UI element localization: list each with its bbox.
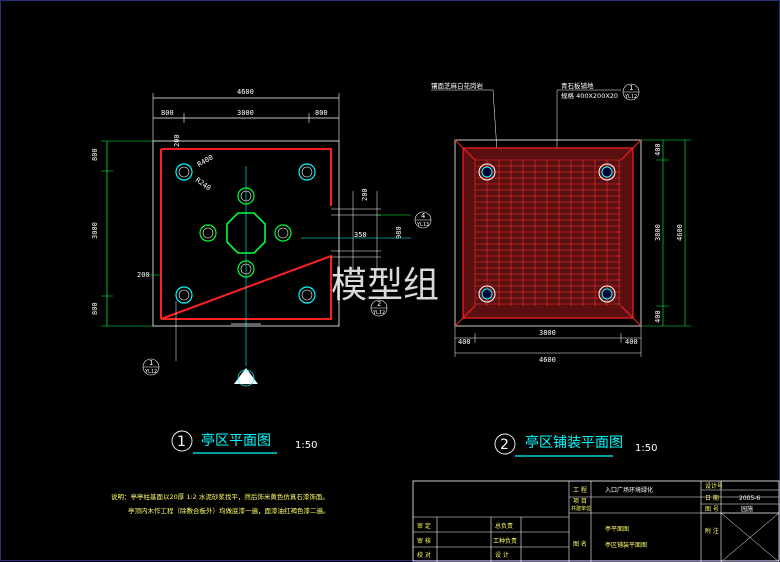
- dim-3800-bottom: 3800: [539, 329, 556, 337]
- tb-design: 设 计: [495, 551, 509, 559]
- note-line-1: 说明：亭亭柱基面以20厚 1:2 水泥砂浆找平，然后饰米黄色仿真石漆饰面。: [111, 492, 329, 501]
- section-callout-1[interactable]: 1 YL12: [142, 358, 160, 376]
- note-line-2: 亭顶内木作工程（除敷合板外）均做底漆一遍，面漆油红褐色漆二遍。: [128, 506, 330, 515]
- dim-3800-right: 3800: [654, 224, 662, 241]
- dim-400-bottom-rt: 400: [625, 338, 638, 346]
- svg-text:1: 1: [244, 371, 248, 379]
- pavilion-plan: 4600 800 3000 800 800 3000 800 200 350 9…: [91, 88, 432, 454]
- plan2-title: 2 亭区铺装平面图 1:50: [494, 433, 657, 457]
- dim-400-bottom-left: 400: [458, 338, 471, 346]
- dim-400-bottom-right: 400: [654, 310, 662, 323]
- svg-text:1:50: 1:50: [635, 443, 657, 454]
- tb-drawing-label: 图 名: [573, 540, 587, 548]
- svg-text:亭区平面图: 亭区平面图: [201, 432, 271, 449]
- paving-callout[interactable]: 1 YL12: [622, 83, 640, 101]
- column-marks: [175, 163, 316, 304]
- tb-review: 审 核: [417, 537, 431, 545]
- section-callout-3[interactable]: 1 YL12: [234, 368, 258, 387]
- tb-tech-lead: 工种负责: [493, 537, 517, 545]
- svg-text:2: 2: [500, 437, 509, 453]
- dim-3000-left: 3000: [91, 222, 99, 239]
- design-notes: 说明：亭亭柱基面以20厚 1:2 水泥砂浆找平，然后饰米黄色仿真石漆饰面。 亭顶…: [111, 492, 330, 515]
- dim-800-top-left: 800: [91, 148, 99, 161]
- section-callout-2[interactable]: 2 YL12: [370, 299, 388, 317]
- title-block: 工 程 入口广场环境绿化 项 目 共建单位 设计号 日 期 2005-6 图 号…: [412, 480, 780, 562]
- label-bluestone-spec: 规格 400X200X20: [561, 91, 618, 100]
- dim-800-right: 800: [315, 109, 328, 117]
- tb-principal: 总负责: [495, 522, 513, 530]
- tb-item-label: 项 目: [573, 498, 587, 505]
- paving-columns: [478, 163, 616, 303]
- tb-project-value: 入口广场环境绿化: [605, 486, 653, 494]
- svg-text:YL12: YL12: [373, 310, 385, 316]
- tb-date-label: 日 期: [705, 494, 719, 502]
- dim-200-top: 200: [173, 134, 181, 147]
- tb-job-no-label: 设计号: [705, 482, 723, 490]
- svg-text:YL13: YL13: [417, 222, 429, 228]
- central-octagon: [226, 212, 266, 254]
- tb-unit-label: 共建单位: [571, 505, 591, 512]
- dim-980: 980: [395, 226, 403, 239]
- svg-text:4: 4: [421, 212, 425, 220]
- svg-text:YL12: YL12: [145, 369, 157, 375]
- tb-check: 校 对: [417, 551, 431, 559]
- svg-text:1: 1: [629, 84, 633, 92]
- dim-800-left: 800: [161, 109, 174, 117]
- dim-400-top-right: 400: [654, 143, 662, 156]
- tb-notes-label: 附 注: [705, 527, 719, 535]
- dim-350: 350: [354, 231, 367, 239]
- svg-text:1:50: 1:50: [295, 440, 317, 451]
- dim-200-side: 200: [137, 271, 150, 279]
- tb-drawing-no-value: 园施: [741, 505, 753, 513]
- tb-drawing-name-2: 亭区铺装平面图: [605, 541, 647, 549]
- svg-text:YL12: YL12: [239, 380, 251, 386]
- tb-project-label: 工 程: [573, 486, 587, 494]
- tb-drawing-no-label: 图 号: [705, 506, 719, 513]
- tb-drawing-name-1: 亭平面图: [605, 525, 629, 533]
- svg-text:YL12: YL12: [625, 94, 637, 100]
- label-granite: 镶面芝麻白花岗岩: [431, 81, 484, 90]
- paving-plan: 镶面芝麻白花岗岩 青石板铺地 规格 400X200X20 1 YL12: [431, 81, 691, 457]
- svg-text:1: 1: [177, 434, 186, 450]
- watermark: 模型组: [331, 265, 439, 306]
- dim-4600-right: 4600: [676, 224, 684, 241]
- tb-approve: 审 定: [417, 522, 431, 530]
- svg-text:2: 2: [377, 300, 381, 308]
- svg-text:亭区铺装平面图: 亭区铺装平面图: [525, 434, 623, 451]
- label-bluestone: 青石板铺地: [561, 81, 594, 90]
- dim-total-top: 4600: [237, 88, 254, 96]
- radius-r400: R400: [196, 153, 215, 168]
- radius-r240: R240: [194, 176, 212, 192]
- dim-4600-bottom: 4600: [539, 356, 556, 364]
- paving-grid: [474, 159, 621, 306]
- tb-date-value: 2005-6: [739, 495, 760, 502]
- dim-200-right: 200: [361, 188, 369, 201]
- dim-3000-top: 3000: [237, 109, 254, 117]
- plan1-title: 1 亭区平面图 1:50: [171, 430, 317, 454]
- dim-800-bottom-left: 800: [91, 302, 99, 315]
- svg-text:1: 1: [149, 359, 153, 367]
- section-callout-4[interactable]: 4 YL13: [414, 211, 432, 229]
